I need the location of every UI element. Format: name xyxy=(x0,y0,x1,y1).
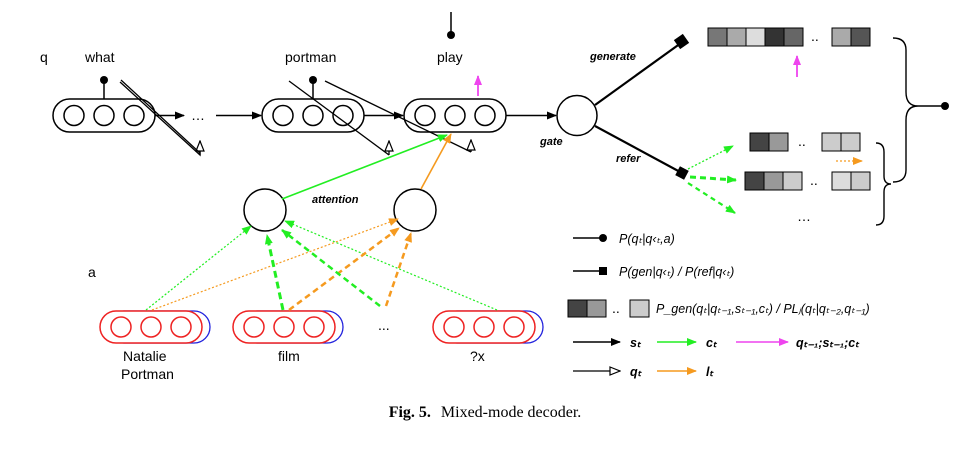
refer-distribution-1: .. xyxy=(749,132,861,152)
attn-link-green-1 xyxy=(145,225,252,311)
caption-text: Mixed-mode decoder. xyxy=(441,404,581,421)
legend-dist-text: P_gen(qₜ|qₜ₋₁,sₜ₋₁,cₜ) / PLⱼ(qₜ|qₜ₋₂,qₜ₋… xyxy=(656,302,870,316)
output-dot-what xyxy=(100,76,108,99)
refer-brace xyxy=(875,142,892,226)
entity-encoder-3 xyxy=(432,310,544,344)
output-dot-portman xyxy=(309,76,317,99)
legend-square-text: P(gen|q‹ₜ) / P(ref|q‹ₜ) xyxy=(619,265,734,279)
attn-link-orange-dots xyxy=(384,232,413,307)
gate-circle xyxy=(556,94,598,137)
refer-branch xyxy=(594,125,689,180)
legend-circle-text: P(qₜ|q‹ₜ,a) xyxy=(619,232,675,246)
label-gate: gate xyxy=(539,136,563,148)
output-dot-play xyxy=(447,12,455,39)
generate-distribution: .. xyxy=(707,27,871,47)
attn-link-green-3 xyxy=(284,220,498,311)
attn-link-green-dots xyxy=(281,229,381,307)
feedback-line-0 xyxy=(120,79,201,154)
attn-link-orange-1 xyxy=(151,218,399,311)
label-play: play xyxy=(437,49,463,65)
legend-qt-text: qₜ xyxy=(630,365,643,379)
refer-distribution-2: .. xyxy=(744,171,871,191)
attn-link-green-2 xyxy=(264,234,285,311)
refer-green-arrow-1 xyxy=(687,145,734,170)
label-q: q xyxy=(40,49,48,65)
label-entity3: ?x xyxy=(470,348,485,364)
feedback-line-1 xyxy=(119,81,200,157)
outer-brace xyxy=(892,37,919,183)
entity-encoder-2 xyxy=(232,310,344,344)
generate-branch xyxy=(594,33,690,106)
label-refer: refer xyxy=(616,153,641,165)
entity-encoder-1 xyxy=(99,310,211,344)
attention-circle-l xyxy=(393,188,437,232)
refer-green-arrow-2 xyxy=(689,175,737,184)
caption-fig-number: Fig. 5. xyxy=(389,404,431,421)
label-generate: generate xyxy=(589,51,636,63)
figure-caption: Fig. 5. Mixed-mode decoder. xyxy=(389,404,582,421)
ellipsis-top: … xyxy=(191,107,205,123)
context-arrow-green xyxy=(281,134,448,200)
outer-brace-dot xyxy=(941,102,949,110)
label-portman: portman xyxy=(285,49,336,65)
legend-s-text: sₜ xyxy=(630,336,642,350)
legend: P(qₜ|q‹ₜ,a) P(gen|q‹ₜ) / P(ref|q‹ₜ) .. P… xyxy=(567,232,870,379)
label-entity2: film xyxy=(278,348,300,364)
refer-more-ellipsis: … xyxy=(797,208,811,224)
legend-m-text: qₜ₋₁;sₜ₋₁;cₜ xyxy=(796,336,860,350)
feedback-line-2 xyxy=(288,80,389,156)
label-entity-dots: ... xyxy=(378,317,390,333)
feedback-line-3 xyxy=(324,80,471,153)
label-entity1-line2: Portman xyxy=(121,366,174,382)
svg-text:..: .. xyxy=(811,28,819,44)
svg-text:..: .. xyxy=(810,172,818,188)
refer-green-arrow-3 xyxy=(687,182,736,214)
decoder-cell-1 xyxy=(52,98,156,133)
label-entity1-line1: Natalie xyxy=(123,348,167,364)
legend-c-text: cₜ xyxy=(706,336,718,350)
label-attention: attention xyxy=(312,194,359,206)
label-a: a xyxy=(88,264,96,280)
decoder-cell-2 xyxy=(261,98,365,133)
label-what: what xyxy=(84,49,115,65)
legend-lt-text: lₜ xyxy=(706,365,714,379)
svg-text:..: .. xyxy=(612,300,620,316)
svg-text:..: .. xyxy=(798,133,806,149)
attn-link-orange-2 xyxy=(288,226,400,312)
context-arrow-orange xyxy=(420,133,452,190)
attention-circle-c xyxy=(243,188,287,232)
